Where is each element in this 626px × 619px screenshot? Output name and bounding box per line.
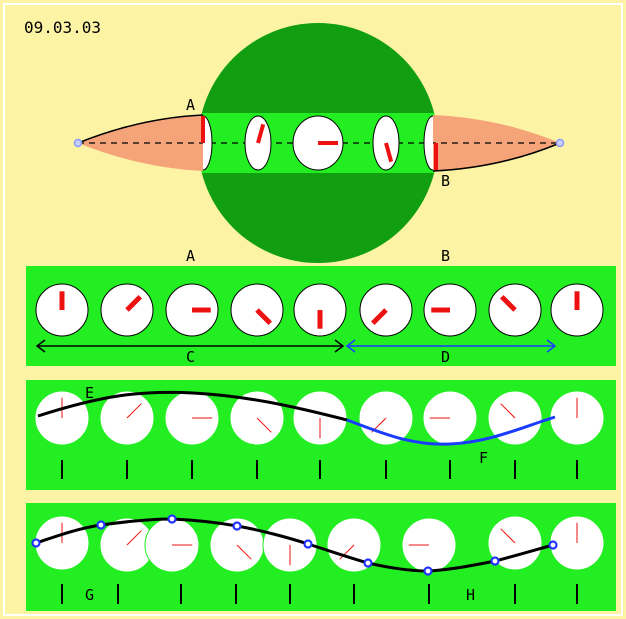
row3-dot-9 bbox=[548, 540, 558, 550]
row3-label-g: G bbox=[85, 586, 94, 604]
row2-disk-4 bbox=[229, 390, 285, 446]
top-label-a: A bbox=[186, 96, 195, 114]
row3-dot-3 bbox=[167, 514, 177, 524]
right-endpoint bbox=[555, 138, 565, 148]
row3-dot-4 bbox=[232, 521, 242, 531]
row3-dot-7 bbox=[423, 566, 433, 576]
sphere-figure: A B bbox=[73, 23, 565, 263]
row2-disk-9 bbox=[549, 390, 605, 446]
row2-disks bbox=[34, 390, 605, 446]
left-cone-edge bbox=[77, 114, 204, 144]
row1-disk-5 bbox=[293, 283, 347, 337]
top-disk-2 bbox=[292, 115, 344, 171]
row1-panel-group: A B C D bbox=[26, 247, 616, 366]
row3-disk-8 bbox=[487, 515, 543, 571]
row2-curve-black bbox=[37, 390, 348, 422]
row3-disk-4-hand bbox=[236, 544, 252, 560]
row1-disk-3 bbox=[165, 283, 219, 337]
row1-label-b: B bbox=[441, 247, 450, 265]
row2-curve-blue bbox=[346, 415, 556, 446]
edge-disk-a bbox=[202, 115, 213, 171]
row3-disks bbox=[34, 515, 605, 573]
date-label: 09.03.03 bbox=[24, 18, 101, 37]
row2-disk-5 bbox=[292, 390, 348, 446]
row3-dot-1 bbox=[31, 538, 41, 548]
row2-disk-8-hand bbox=[500, 403, 516, 419]
row1-disk-8 bbox=[488, 283, 542, 337]
row2-disk-3 bbox=[164, 390, 220, 446]
frame bbox=[3, 3, 623, 616]
row2-disk-6 bbox=[358, 390, 414, 446]
row3-ticks bbox=[61, 584, 578, 604]
edge-disk-b bbox=[423, 115, 434, 171]
row2-ticks bbox=[61, 460, 578, 479]
row3-disk-5 bbox=[262, 517, 318, 573]
row3-disk-3 bbox=[144, 517, 200, 573]
row3-disk-1 bbox=[34, 515, 90, 571]
row2-disk-2 bbox=[99, 390, 155, 446]
row1-disk-2 bbox=[100, 283, 154, 337]
row2-label-e: E bbox=[85, 384, 94, 402]
row1-disk-6 bbox=[359, 283, 413, 337]
row1-disk-8-hand bbox=[499, 294, 517, 312]
row3-dot-6 bbox=[363, 558, 373, 568]
row1-disk-4-hand bbox=[255, 308, 273, 326]
row3-disk-6-hand bbox=[339, 544, 355, 560]
top-disk-3 bbox=[372, 115, 400, 171]
row1-disk-4 bbox=[230, 283, 284, 337]
row2-disk-4-hand bbox=[256, 417, 272, 433]
row2-disk-2-hand bbox=[126, 403, 142, 419]
right-cone-edge bbox=[432, 142, 561, 172]
left-endpoint bbox=[73, 138, 83, 148]
row2-panel-group: E F bbox=[26, 380, 616, 490]
arrow-d-head-left bbox=[345, 339, 356, 353]
row3-dot-5 bbox=[303, 539, 313, 549]
row3-disk-8-hand bbox=[500, 528, 516, 544]
top-disk-1-hand bbox=[256, 123, 266, 144]
row3-panel-group: G H bbox=[26, 503, 616, 611]
row3-disk-9 bbox=[549, 515, 605, 571]
row2-disk-8 bbox=[487, 390, 543, 446]
row3-disk-7 bbox=[401, 517, 457, 573]
row3-dot-2 bbox=[96, 520, 106, 530]
row3-label-h: H bbox=[466, 586, 475, 604]
top-label-b: B bbox=[441, 172, 450, 190]
arrow-d-head-right bbox=[546, 339, 557, 353]
row1-disk-9 bbox=[550, 283, 604, 337]
left-cone bbox=[78, 115, 203, 171]
arrow-c-head-left bbox=[35, 339, 46, 353]
top-disk-3-hand bbox=[384, 142, 394, 163]
row3-disk-2-hand bbox=[126, 530, 142, 546]
row2-disk-7 bbox=[422, 390, 478, 446]
edge-disks bbox=[201, 115, 438, 171]
row1-disk-1 bbox=[35, 283, 89, 337]
row1-disk-7 bbox=[423, 283, 477, 337]
row2-label-f: F bbox=[479, 449, 488, 467]
row1-disk-2-hand bbox=[125, 294, 143, 312]
row1-label-c: C bbox=[186, 348, 195, 366]
row1-label-d: D bbox=[441, 348, 450, 366]
row3-dot-8 bbox=[490, 556, 500, 566]
arrow-c-head-right bbox=[334, 339, 345, 353]
row1-disk-6-hand bbox=[370, 308, 388, 326]
row2-disk-1 bbox=[34, 390, 90, 446]
row3-dots bbox=[31, 514, 558, 576]
top-disks bbox=[244, 115, 400, 171]
top-disk-1 bbox=[244, 115, 272, 171]
row1-disks bbox=[35, 283, 604, 337]
row1-label-a: A bbox=[186, 247, 195, 265]
